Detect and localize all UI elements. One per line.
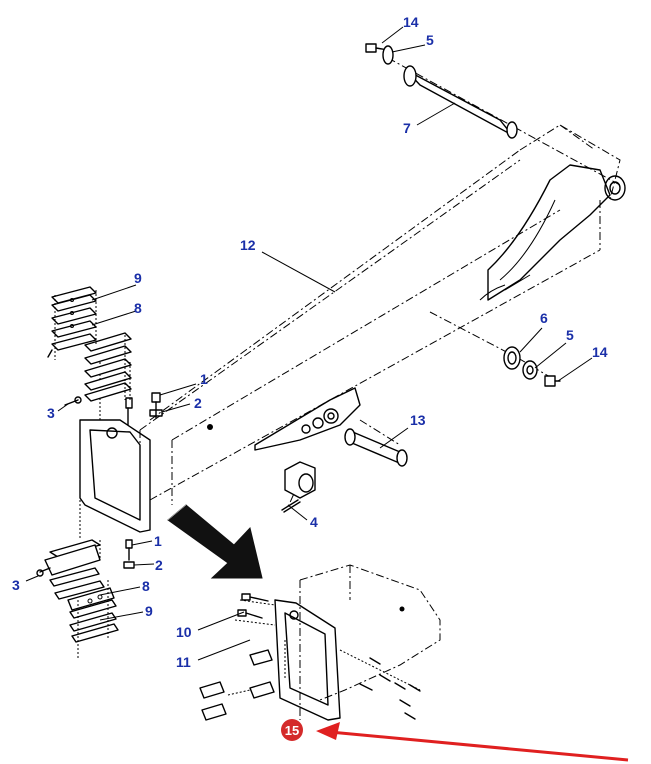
right-washers <box>503 346 561 387</box>
callout-15-badge <box>281 719 303 741</box>
bolts-lower <box>123 539 135 569</box>
callout-labels: 14 5 7 12 9 8 1 2 3 13 4 6 5 14 1 2 3 8 … <box>12 14 608 741</box>
leader-lines <box>25 26 593 661</box>
callout-9-lower: 9 <box>145 603 153 619</box>
end-frame-upper <box>79 360 151 540</box>
callout-11: 11 <box>176 654 191 670</box>
callout-5-top: 5 <box>426 32 434 48</box>
wear-pads-upper <box>47 286 132 402</box>
callout-8-lower: 8 <box>142 578 150 594</box>
callout-8-upper: 8 <box>134 300 142 316</box>
direction-arrow <box>167 504 263 579</box>
callout-1-upper: 1 <box>200 371 208 387</box>
callout-6: 6 <box>540 310 548 326</box>
bushing-block <box>281 461 316 513</box>
callout-14-right: 14 <box>592 344 608 360</box>
callout-2-lower: 2 <box>155 557 163 573</box>
callout-13: 13 <box>410 412 426 428</box>
callout-10: 10 <box>176 624 192 640</box>
pin-13 <box>344 428 408 467</box>
callout-3-lower: 3 <box>12 577 20 593</box>
callout-12: 12 <box>240 237 256 253</box>
callout-3-upper: 3 <box>47 405 55 421</box>
bolts-upper <box>64 392 163 426</box>
pin-7-assembly <box>365 43 518 139</box>
wear-pads-lower <box>36 539 119 660</box>
callout-4: 4 <box>310 514 318 530</box>
callout-15: 15 <box>285 723 299 738</box>
inset-detail <box>199 564 441 721</box>
callout-5-right: 5 <box>566 327 574 343</box>
callout-14-top: 14 <box>403 14 419 30</box>
callout-1-lower: 1 <box>154 533 162 549</box>
highlight-arrow <box>316 722 629 762</box>
callout-7: 7 <box>403 120 411 136</box>
callout-9-upper: 9 <box>134 270 142 286</box>
callout-2-upper: 2 <box>194 395 202 411</box>
boom-beam <box>139 124 626 510</box>
